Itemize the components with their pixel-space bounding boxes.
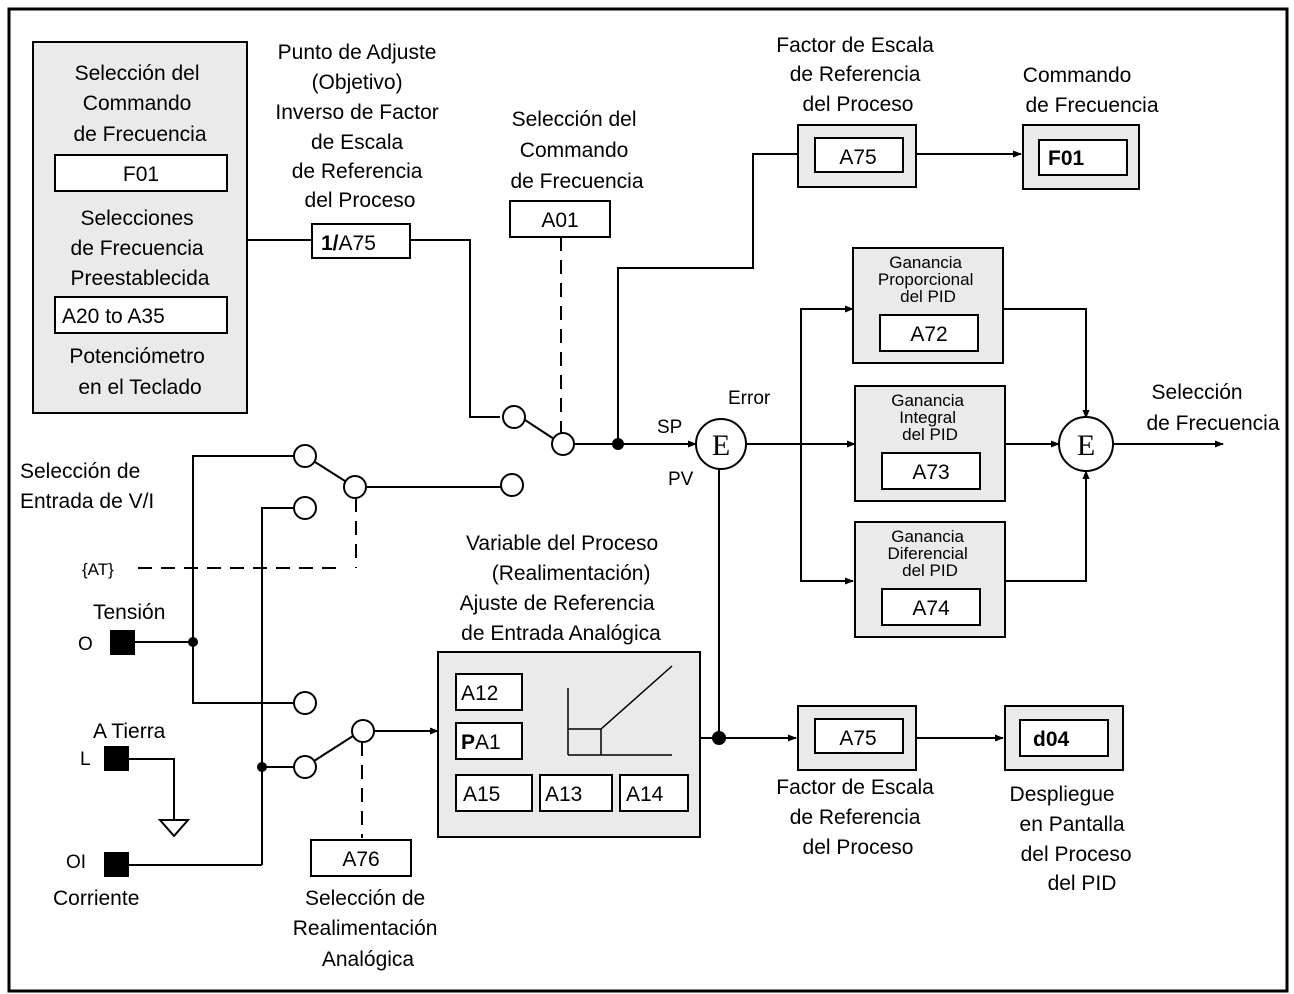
a13-label: A13 — [545, 783, 582, 806]
seleccion-entrada-vi-label: Selección de Entrada de V/I — [20, 460, 154, 513]
a72-label: A72 — [910, 323, 947, 346]
commando-frecuencia-label: Commando de Frecuencia — [1023, 64, 1159, 117]
a01-param-label: A01 — [541, 209, 578, 232]
f01-param-label: F01 — [123, 163, 159, 186]
a76-param-label: A76 — [342, 848, 379, 871]
pv-label: PV — [668, 469, 694, 490]
sel-cmd-frec-box-label: Selección del Commando de Frecuencia — [73, 62, 206, 146]
punto-ajuste-label: Punto de Adjuste (Objetivo) Inverso de F… — [275, 41, 444, 212]
vi-switch-contact-bottom — [293, 496, 317, 520]
inverse-a75-param-box — [311, 223, 411, 259]
frequency-source-box: Selección del Commando de Frecuencia F01… — [32, 41, 248, 414]
despliegue-label: Despliegue en Pantalla del Proceso del P… — [1010, 783, 1138, 895]
a01-param-box — [509, 200, 611, 238]
svg-text:Ganancia Integral: Ganancia Integral del PID — [891, 391, 969, 444]
potenciometro-label: Potenciómetro en el Teclado — [69, 345, 210, 399]
pv-junction-dot — [712, 731, 726, 745]
pa1-label: PA1 — [461, 731, 501, 754]
svg-text:E: E — [712, 429, 730, 462]
terminal-o-label: O — [78, 634, 93, 655]
vi-switch-contact-top — [293, 444, 317, 468]
d04-label: d04 — [1033, 728, 1070, 751]
f01-param-box — [54, 154, 228, 192]
seleccion-frecuencia-output-label: Selección de Frecuencia — [1146, 381, 1279, 435]
error-label: Error — [728, 388, 771, 409]
variable-proceso-label: Variable del Proceso (Realimentación) Aj… — [460, 532, 664, 645]
inverse-a75-param-label: 1/A75 — [321, 232, 376, 255]
a15-label: A15 — [463, 783, 500, 806]
a73-label: A73 — [912, 461, 949, 484]
terminal-l — [104, 746, 129, 771]
factor-escala-top-label: Factor de Escala de Referencia del Proce… — [776, 34, 939, 116]
top-a75-label: A75 — [839, 146, 876, 169]
corriente-label: Corriente — [53, 887, 139, 910]
a20-a35-param-label: A20 to A35 — [62, 305, 165, 328]
terminal-o — [110, 630, 135, 655]
svg-text:E: E — [1077, 429, 1095, 462]
analog-scaling-graph-icon — [567, 665, 673, 756]
selecciones-label: Selecciones de Frecuencia Preestablecida — [71, 207, 210, 290]
f01-output-label: F01 — [1048, 147, 1085, 170]
a12-label: A12 — [461, 682, 498, 705]
pid-proportional-gain-box: Ganancia Proporcional del PID A72 — [852, 247, 1004, 364]
sp-label: SP — [657, 417, 682, 438]
bottom-a75-label: A75 — [839, 727, 876, 750]
a14-label: A14 — [626, 783, 664, 806]
sp-switch-contact-a — [502, 405, 526, 429]
pid-integral-gain-box: Ganancia Integral del PID A73 — [854, 385, 1006, 502]
pid-differential-gain-box: Ganancia Diferencial del PID A74 — [854, 521, 1006, 638]
svg-text:Ganancia Diferencial: Ganancia Diferencial del PID — [887, 527, 972, 580]
vi-switch-output — [500, 473, 524, 497]
fb-switch-contact-bottom — [293, 755, 317, 779]
sp-switch-contact-b — [551, 432, 575, 456]
at-terminal-label: {AT} — [82, 560, 114, 579]
sel-realimentacion-label: Selección de Realimentación Analógica — [293, 887, 444, 971]
a76-param-box — [310, 839, 412, 877]
svg-text:Ganancia Proporcional: Ganancia Proporcional del PID — [878, 253, 978, 306]
a-tierra-label: A Tierra — [93, 720, 166, 743]
analog-input-reference-box: A12 PA1 A15 A13 A14 — [437, 651, 701, 838]
terminal-oi — [104, 852, 129, 877]
fb-switch-contact-top — [293, 691, 317, 715]
a20-a35-param-box — [54, 296, 228, 334]
factor-escala-bottom-label: Factor de Escala de Referencia del Proce… — [776, 776, 939, 859]
terminal-l-label: L — [80, 749, 91, 770]
sel-cmd-frec-mid-label: Selección del Commando de Frecuencia — [510, 108, 643, 193]
a74-label: A74 — [912, 597, 950, 620]
fb-switch-common — [351, 719, 375, 743]
ground-icon — [157, 819, 191, 838]
vi-switch-common — [343, 475, 367, 499]
tension-label: Tensión — [93, 601, 165, 624]
diagram-frame — [7, 7, 1289, 993]
terminal-oi-label: OI — [66, 852, 86, 873]
